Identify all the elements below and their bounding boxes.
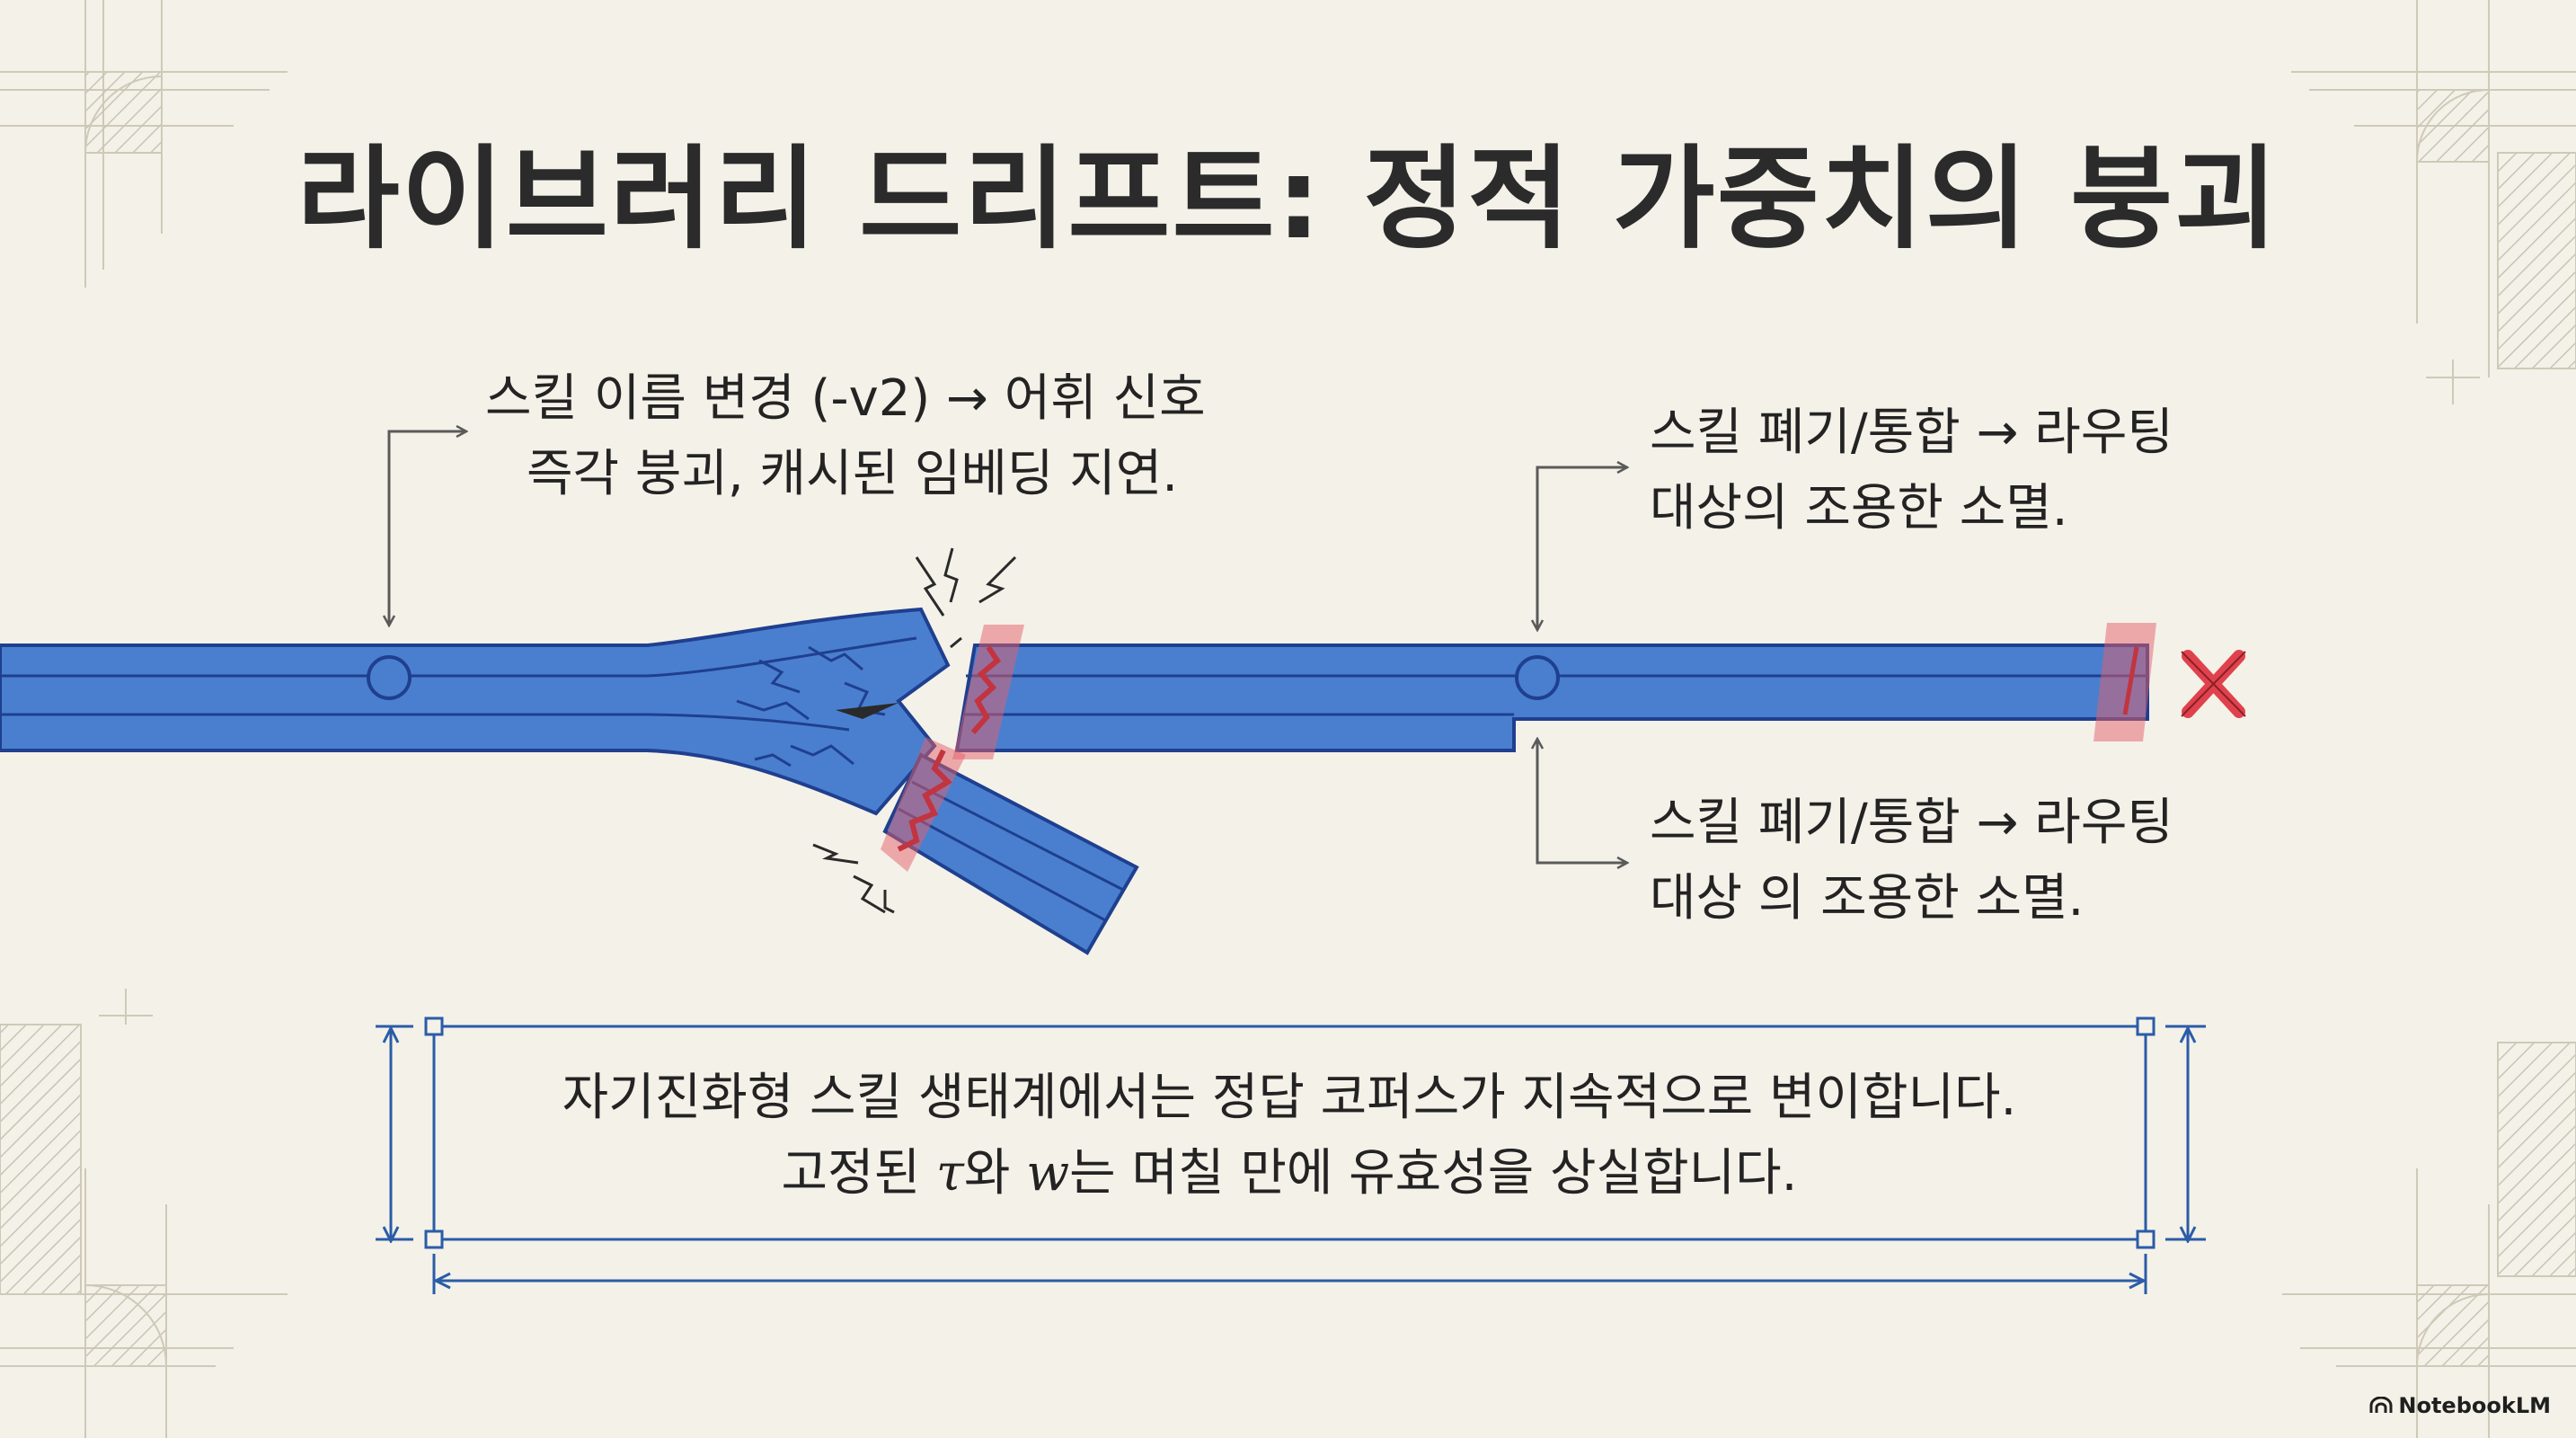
fracture-highlight-bottom: [881, 737, 966, 872]
w-symbol: w: [1026, 1144, 1070, 1203]
slide-title: 라이브러리 드리프트: 정적 가중치의 붕괴: [297, 135, 2279, 264]
fracture-highlight-top: [952, 625, 1024, 759]
rename-annotation-line2: 즉각 붕괴, 캐시된 임베딩 지연.: [527, 445, 1179, 503]
brand-label: NotebookLM: [2398, 1393, 2551, 1418]
shatter-spark-lines: [812, 547, 1017, 914]
summary-text: 자기진화형 스킬 생태계에서는 정답 코퍼스가 지속적으로 변이합니다. 고정된…: [431, 1061, 2147, 1212]
deprecate-annotation-bottom-line1: 스킬 폐기/통합 → 라우팅: [1650, 794, 2173, 852]
corner-decoration-bottom-right: [2282, 1042, 2576, 1438]
summary-line1: 자기진화형 스킬 생태계에서는 정답 코퍼스가 지속적으로 변이합니다.: [562, 1069, 2017, 1127]
corner-decoration-top-left: [0, 0, 288, 288]
notebooklm-brand: NotebookLM: [2369, 1393, 2551, 1418]
deprecate-annotation-top-line1: 스킬 폐기/통합 → 라우팅: [1650, 404, 2173, 462]
rename-node-marker: [367, 655, 412, 700]
notebooklm-logo-icon: [2369, 1397, 2393, 1413]
deprecate-annotation-top: 스킬 폐기/통합 → 라우팅 대상의 조용한 소멸.: [1650, 395, 2173, 546]
rename-annotation: 스킬 이름 변경 (-v2) → 어휘 신호 즉각 붕괴, 캐시된 임베딩 지연…: [485, 361, 1206, 512]
summary-line2: 고정된 τ와 w는 며칠 만에 유효성을 상실합니다.: [431, 1136, 2147, 1212]
corner-decoration-bottom-left: [0, 989, 288, 1438]
end-cut-highlight: [2094, 623, 2156, 741]
tau-symbol: τ: [935, 1144, 964, 1203]
deprecate-bottom-annotation-arrow: [1537, 740, 1626, 863]
deprecate-annotation-bottom: 스킬 폐기/통합 → 라우팅 대상 의 조용한 소멸.: [1650, 786, 2173, 936]
summary-line2-post: 는 며칠 만에 유효성을 상실합니다.: [1069, 1144, 1798, 1203]
deprecate-node-marker: [1515, 655, 1560, 700]
deprecate-annotation-top-line2: 대상의 조용한 소멸.: [1650, 479, 2068, 537]
corner-decoration-top-right: [2291, 0, 2576, 404]
summary-line2-mid: 와: [963, 1144, 1027, 1203]
rename-annotation-line1: 스킬 이름 변경 (-v2) → 어휘 신호: [485, 369, 1206, 428]
track-broken-branch: [882, 752, 1139, 955]
track-segment-left: [0, 607, 951, 816]
summary-dimension-frame: [376, 1016, 2206, 1294]
summary-line2-pre: 고정된: [781, 1144, 936, 1203]
rename-annotation-arrow: [389, 431, 465, 625]
deprecate-annotation-bottom-line2: 대상 의 조용한 소멸.: [1650, 869, 2085, 928]
deprecate-top-annotation-arrow: [1537, 467, 1626, 629]
